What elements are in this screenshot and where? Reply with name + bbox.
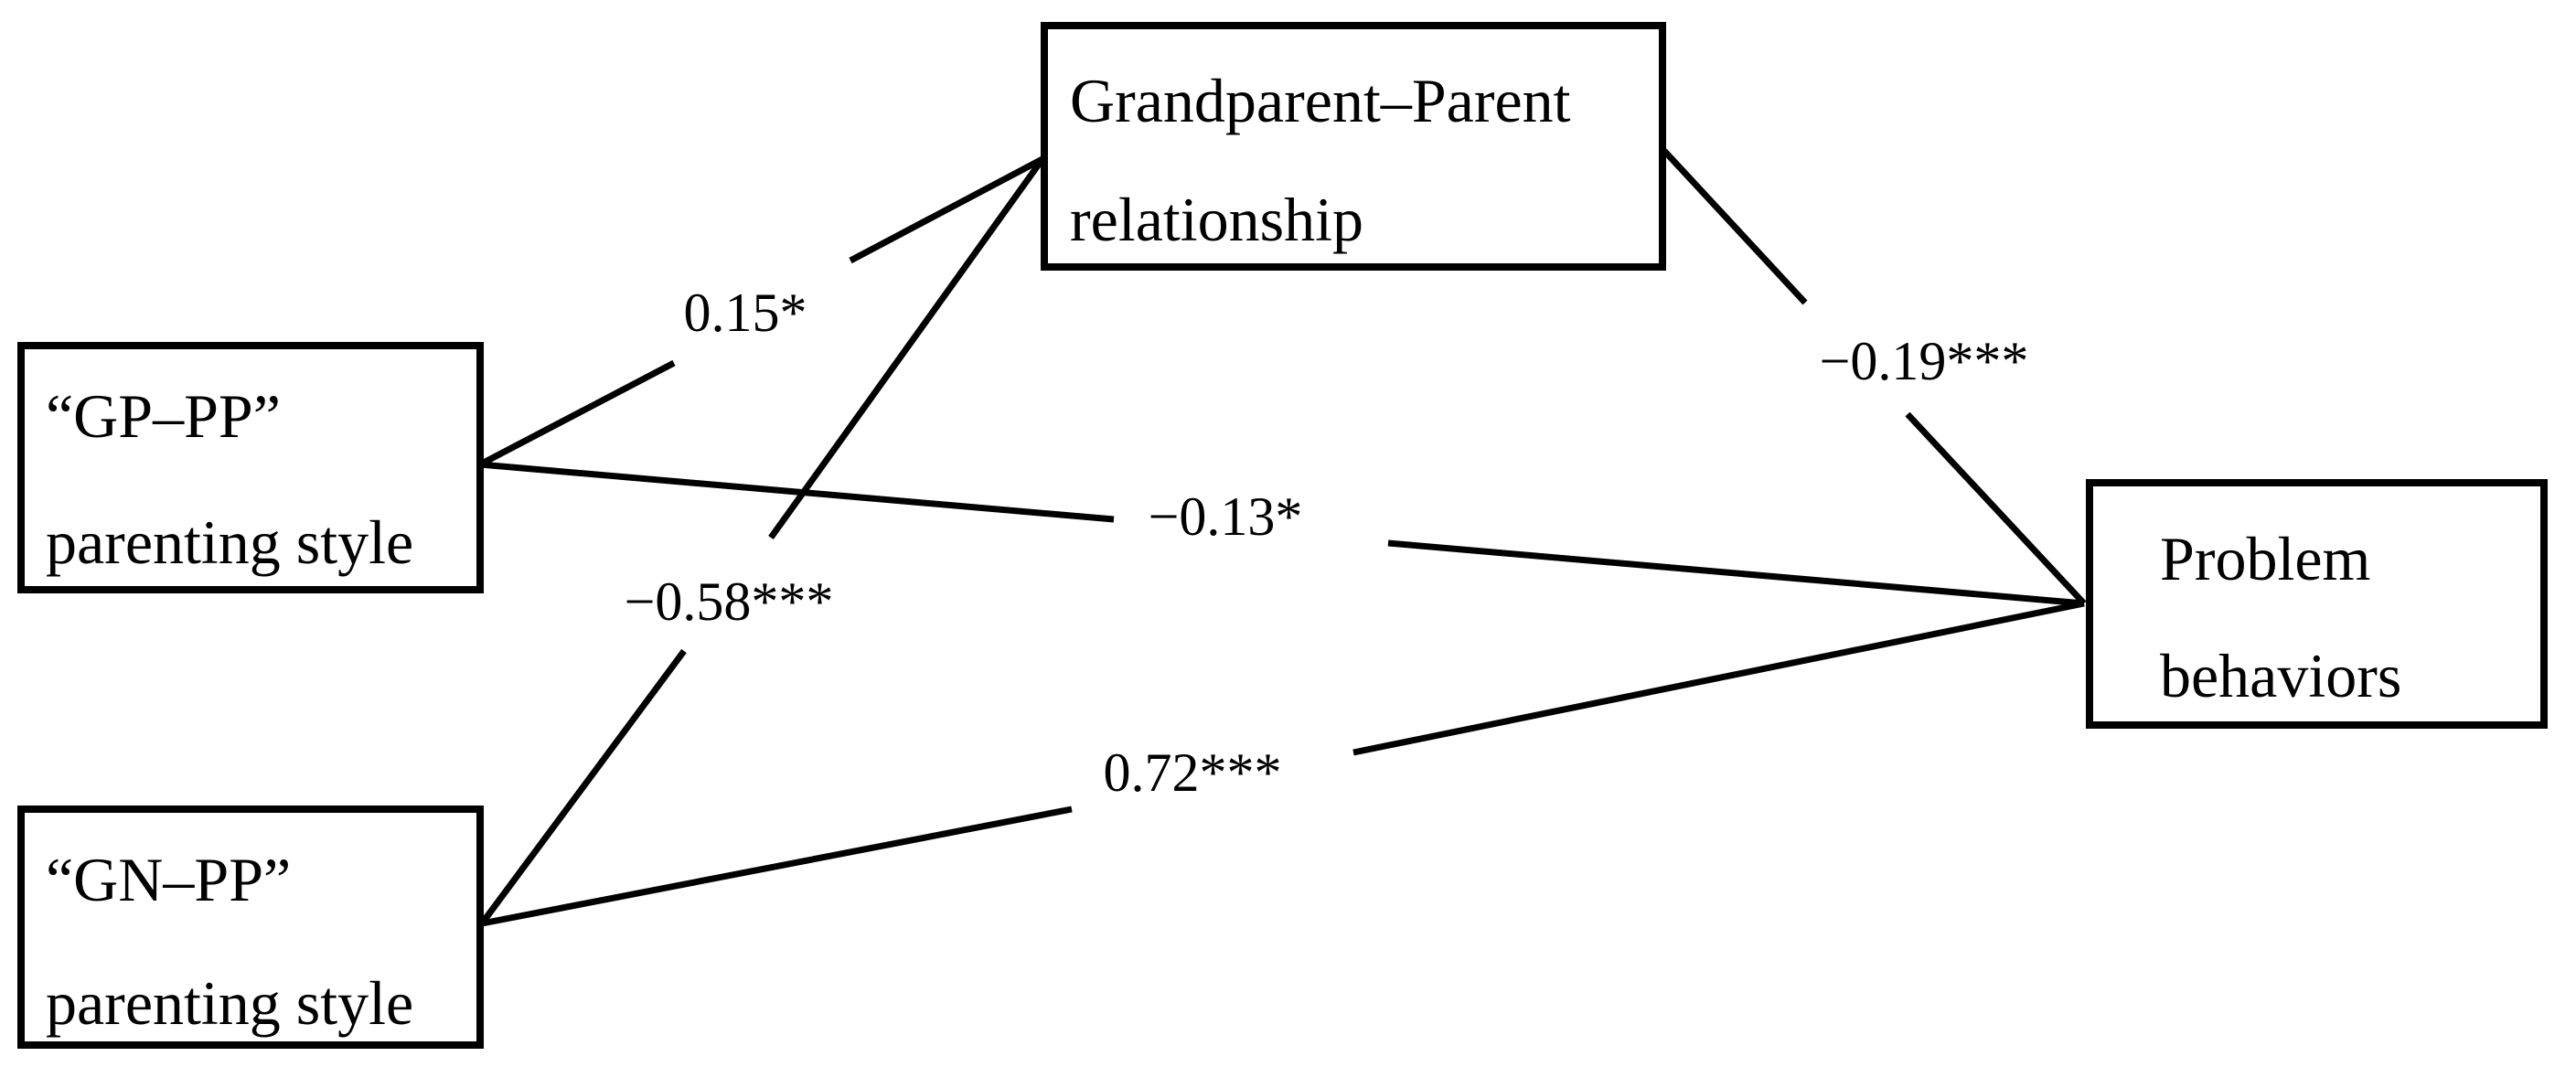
edge-gn-to-relationship-segment-1 xyxy=(479,648,687,926)
node-relationship-box xyxy=(1041,22,1666,271)
edge-gn-to-problem-segment-1 xyxy=(481,806,1073,927)
node-gp-pp-label-line1: “GP–PP” xyxy=(46,381,281,451)
edge-gp-to-relationship-segment-1 xyxy=(478,359,676,468)
coefficient-relationship-to-problem: −0.19*** xyxy=(1820,331,2029,391)
node-problem-label-line2: behaviors xyxy=(2160,641,2401,710)
coefficient-gp-to-relationship: 0.15* xyxy=(684,283,807,343)
edge-relationship-to-problem-segment-2 xyxy=(1905,411,2087,606)
edge-gn-to-problem-segment-2 xyxy=(1352,600,2085,756)
node-gp-pp-label-line2: parenting style xyxy=(46,507,413,577)
edge-gp-to-problem-segment-1 xyxy=(479,461,1115,523)
node-gn-pp-box xyxy=(17,806,484,1049)
edge-relationship-to-problem-segment-1 xyxy=(1662,148,1808,305)
edge-gp-to-relationship-segment-2 xyxy=(849,155,1044,264)
coefficient-gn-to-relationship: −0.58*** xyxy=(625,571,834,632)
node-gn-pp-label-line2: parenting style xyxy=(46,968,413,1038)
edge-gp-to-problem-segment-2 xyxy=(1387,539,2085,607)
node-relationship-label-line2: relationship xyxy=(1070,185,1363,254)
coefficient-gn-to-problem: 0.72*** xyxy=(1104,742,1282,803)
node-problem-label-line1: Problem xyxy=(2160,524,2370,593)
node-problem-box xyxy=(2086,479,2548,729)
node-gp-pp-box xyxy=(17,342,484,593)
edge-gn-to-relationship-segment-2 xyxy=(768,156,1045,540)
node-relationship-label-line1: Grandparent–Parent xyxy=(1070,66,1571,135)
coefficient-gp-to-problem: −0.13* xyxy=(1149,486,1303,547)
node-gn-pp-label-line1: “GN–PP” xyxy=(46,845,291,914)
